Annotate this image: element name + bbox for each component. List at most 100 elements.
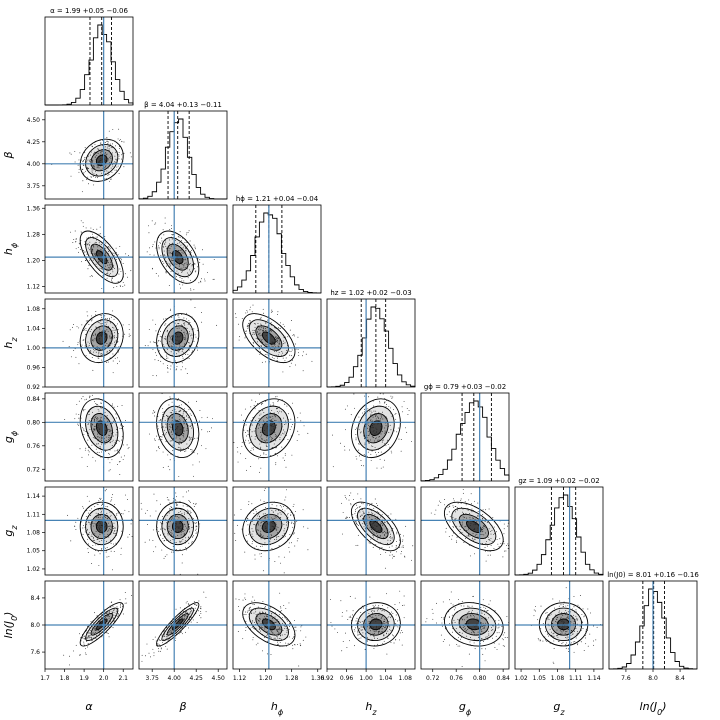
scatter-point: [174, 639, 176, 641]
scatter-point: [99, 323, 101, 325]
scatter-point: [106, 153, 108, 155]
scatter-point: [189, 438, 191, 439]
scatter-point: [188, 357, 190, 359]
scatter-point: [244, 593, 246, 595]
scatter-point: [281, 506, 283, 508]
scatter-point: [164, 555, 166, 557]
scatter-point: [92, 317, 94, 319]
scatter-point: [84, 449, 86, 451]
scatter-point: [157, 416, 159, 417]
scatter-point: [350, 615, 351, 617]
scatter-point: [270, 404, 272, 406]
scatter-point: [483, 527, 485, 529]
scatter-point: [265, 321, 267, 323]
scatter-point: [363, 627, 364, 629]
scatter-point: [96, 638, 98, 640]
scatter-point: [271, 410, 273, 412]
scatter-point: [480, 533, 482, 535]
scatter-point: [114, 162, 116, 164]
scatter-point: [112, 525, 114, 527]
scatter-point: [115, 274, 117, 276]
scatter-point: [116, 169, 118, 171]
scatter-point: [246, 517, 248, 519]
scatter-point: [158, 447, 160, 449]
scatter-point: [183, 411, 185, 413]
scatter-point: [370, 420, 371, 422]
scatter-point: [108, 246, 110, 247]
scatter-point: [178, 250, 180, 252]
scatter-point: [379, 436, 381, 437]
scatter-point: [99, 226, 101, 228]
scatter-point: [112, 265, 114, 267]
scatter-point: [399, 602, 401, 604]
scatter-point: [174, 419, 176, 421]
scatter-point: [91, 257, 93, 259]
scatter-point: [448, 506, 450, 508]
scatter-point: [465, 513, 467, 515]
scatter-point: [260, 627, 262, 629]
scatter-point: [279, 410, 281, 412]
scatter-point: [366, 427, 368, 429]
scatter-point: [382, 642, 384, 644]
scatter-point: [184, 337, 186, 339]
scatter-point: [388, 620, 390, 622]
scatter-point: [247, 610, 249, 612]
scatter-point: [266, 530, 268, 532]
scatter-point: [202, 249, 203, 251]
scatter-point: [162, 412, 164, 413]
scatter-point: [97, 620, 99, 622]
scatter-point: [97, 236, 99, 238]
scatter-point: [179, 429, 181, 430]
scatter-point: [172, 234, 174, 236]
scatter-point: [106, 343, 108, 345]
scatter-point: [462, 516, 464, 518]
scatter-point: [172, 515, 174, 516]
scatter-point: [342, 640, 344, 642]
scatter-point: [90, 164, 92, 166]
scatter-point: [108, 269, 109, 271]
scatter-point: [276, 629, 278, 631]
scatter-point: [275, 612, 277, 614]
scatter-point: [195, 503, 197, 505]
scatter-point: [385, 425, 387, 427]
scatter-point: [291, 454, 293, 456]
scatter-point: [381, 605, 383, 606]
scatter-point: [274, 516, 276, 518]
scatter-point: [114, 253, 116, 255]
scatter-point: [463, 619, 465, 621]
scatter-point: [125, 420, 126, 421]
scatter-point: [190, 257, 192, 259]
scatter-point: [372, 427, 374, 429]
scatter-point: [168, 239, 170, 241]
scatter-point: [297, 430, 299, 432]
scatter-point: [498, 546, 500, 548]
scatter-point: [92, 411, 94, 413]
scatter-point: [179, 438, 181, 440]
scatter-point: [108, 439, 110, 440]
scatter-point: [93, 268, 95, 269]
scatter-point: [175, 368, 177, 370]
scatter-point: [160, 528, 162, 530]
scatter-point: [104, 321, 106, 323]
scatter-point: [99, 524, 101, 526]
scatter-point: [195, 526, 197, 528]
scatter-point: [167, 454, 169, 456]
scatter-point: [191, 517, 193, 519]
scatter-point: [117, 608, 119, 610]
scatter-point: [172, 346, 173, 348]
scatter-point: [178, 265, 180, 267]
scatter-point: [181, 280, 183, 282]
scatter-point: [116, 544, 118, 546]
scatter-point: [195, 613, 197, 614]
scatter-point: [100, 631, 102, 633]
scatter-point: [181, 521, 183, 523]
scatter-point: [454, 518, 456, 520]
scatter-point: [110, 542, 112, 544]
scatter-point: [91, 340, 93, 342]
scatter-point: [182, 505, 184, 507]
scatter-point: [281, 639, 283, 640]
scatter-point: [191, 427, 192, 429]
scatter-point: [124, 509, 126, 511]
scatter-point: [178, 530, 180, 532]
scatter-point: [170, 308, 172, 310]
